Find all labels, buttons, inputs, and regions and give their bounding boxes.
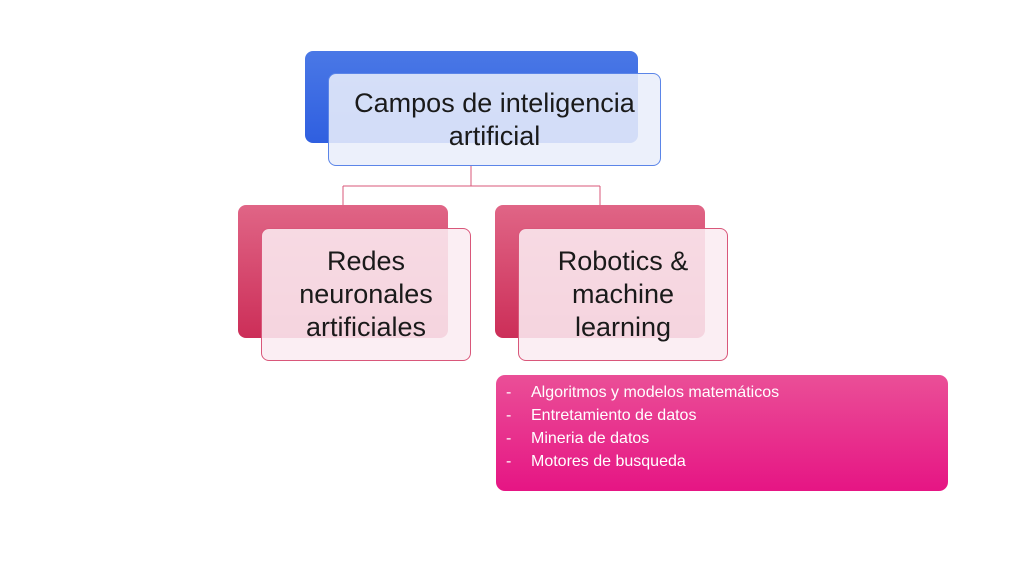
root-node-label: Campos de inteligencia artificial <box>354 87 635 151</box>
list-bullet: - <box>506 407 512 424</box>
child-node-right-label: Robotics & machine learning <box>557 246 689 342</box>
list-bullet: - <box>506 453 512 470</box>
list-item-text: Entretamiento de datos <box>531 407 697 424</box>
list-item: - Motores de busqueda <box>506 450 938 473</box>
list-bullet: - <box>506 430 512 447</box>
child-node-right: Robotics & machine learning <box>518 228 728 361</box>
child-node-left-label: Redes neuronales artificiales <box>299 246 433 342</box>
list-item: - Algoritmos y modelos matemáticos <box>506 381 938 404</box>
list-item: - Entretamiento de datos <box>506 404 938 427</box>
child-node-left: Redes neuronales artificiales <box>261 228 471 361</box>
list-bullet: - <box>506 384 512 401</box>
list-item-text: Mineria de datos <box>531 430 650 447</box>
list-item-text: Algoritmos y modelos matemáticos <box>531 384 780 401</box>
detail-list-box: - Algoritmos y modelos matemáticos - Ent… <box>496 375 948 491</box>
list-item: - Mineria de datos <box>506 427 938 450</box>
list-item-text: Motores de busqueda <box>531 453 686 470</box>
detail-list: - Algoritmos y modelos matemáticos - Ent… <box>506 381 938 473</box>
root-node: Campos de inteligencia artificial <box>328 73 661 166</box>
